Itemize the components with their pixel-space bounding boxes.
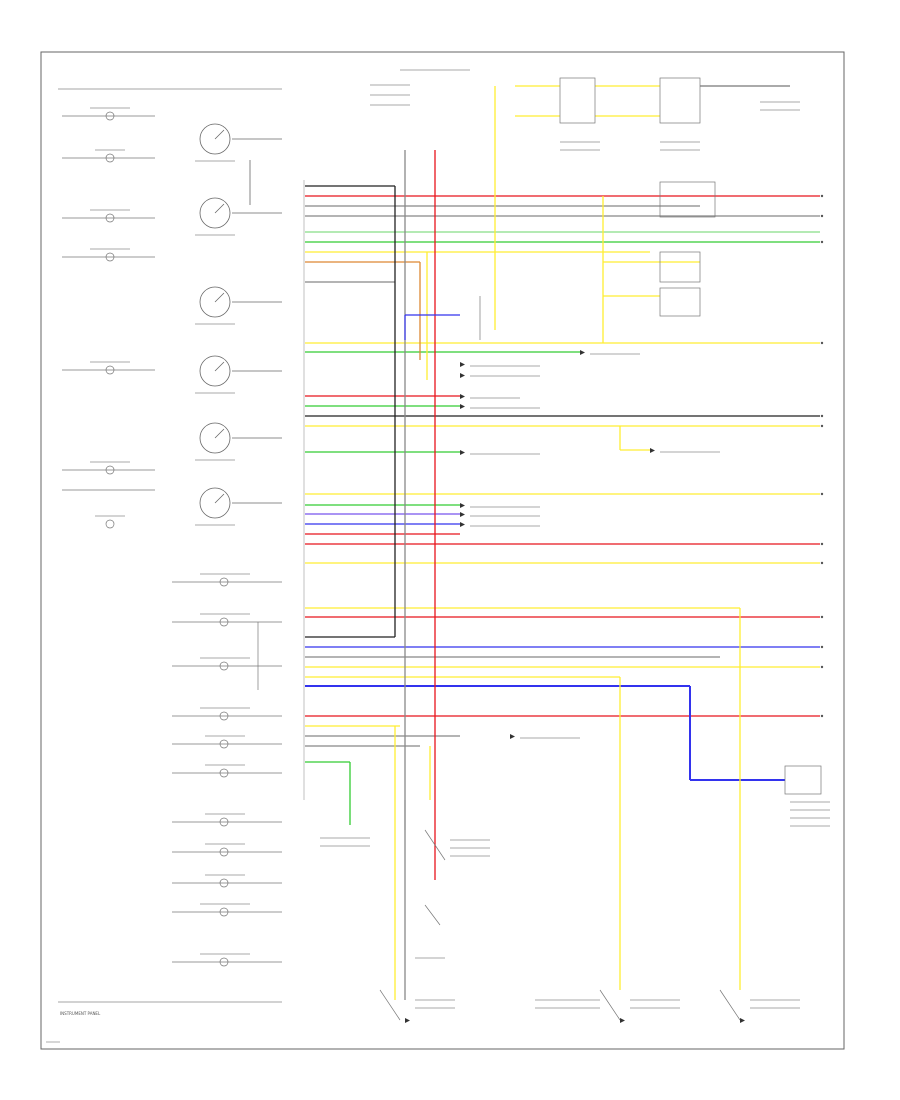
bottom-components — [379, 765, 822, 1021]
oil-pressure-gauge — [199, 422, 231, 454]
horizontal-wires — [305, 185, 820, 763]
vertical-wires — [349, 86, 785, 1000]
temperature-gauge — [199, 123, 231, 155]
speedometer — [199, 286, 231, 318]
right-terminal-markers — [820, 194, 824, 718]
top-right-circuit — [404, 77, 790, 340]
diagram-border — [40, 51, 845, 1050]
boost-gauge — [199, 487, 231, 519]
label-marks — [46, 69, 830, 1043]
center-indicator-column — [172, 577, 282, 967]
system-arrows — [405, 350, 745, 1023]
left-indicator-column — [62, 111, 155, 529]
tachometer — [199, 355, 231, 387]
gauge-column — [199, 123, 282, 519]
fuel-gauge — [199, 197, 231, 229]
footer-label: INSTRUMENT PANEL — [60, 1011, 101, 1016]
